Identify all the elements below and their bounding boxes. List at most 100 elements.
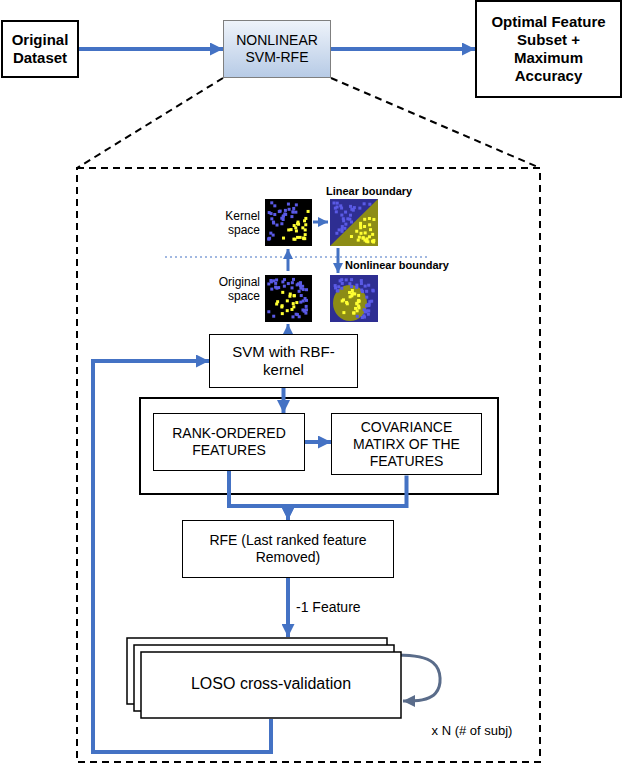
output-box: Optimal Feature Subset + Maximum Accurac… — [475, 0, 622, 98]
node-text: LOSO cross-validation — [191, 674, 351, 693]
data-point — [268, 237, 271, 240]
data-point — [280, 222, 283, 225]
data-point — [363, 218, 366, 221]
data-point — [304, 223, 307, 226]
data-point — [296, 236, 299, 239]
node-text: Original Dataset — [9, 31, 71, 67]
data-point — [298, 290, 301, 293]
data-point — [272, 279, 275, 282]
plot-title: Linear boundary — [326, 185, 416, 198]
stacked-process-box: LOSO cross-validation — [126, 637, 402, 719]
data-point — [355, 302, 358, 305]
data-point — [362, 314, 365, 317]
data-point — [292, 210, 295, 213]
data-point — [342, 298, 345, 301]
nonlinear-boundary-region — [333, 285, 367, 321]
data-point — [302, 237, 305, 240]
data-point — [299, 281, 302, 284]
flow-arrow — [288, 475, 407, 520]
zoom-line — [77, 78, 223, 168]
linear-boundary-plot — [330, 199, 378, 246]
input-box: Original Dataset — [1, 20, 79, 78]
data-point — [272, 315, 275, 318]
node-text: SVM with RBF-kernel — [216, 343, 351, 379]
nonlinear-boundary-plot — [330, 275, 378, 322]
data-point — [367, 309, 370, 312]
flow-arrow — [286, 578, 290, 637]
data-point — [368, 300, 371, 303]
data-point — [364, 231, 367, 234]
data-point — [302, 236, 305, 239]
data-point — [292, 238, 295, 241]
data-point — [341, 282, 344, 285]
data-point — [346, 302, 349, 305]
data-point — [360, 282, 363, 285]
data-point — [287, 282, 290, 285]
data-point — [290, 308, 293, 311]
space-divider — [165, 256, 428, 257]
data-point — [358, 236, 361, 239]
data-point — [281, 312, 284, 315]
data-point — [289, 293, 292, 296]
data-point — [335, 210, 338, 213]
detail-frame — [77, 168, 540, 762]
data-point — [283, 212, 286, 215]
group-box — [140, 398, 498, 494]
data-point — [280, 305, 283, 308]
repeat-note: x N (# of subj) — [412, 724, 532, 739]
data-point — [282, 237, 285, 240]
process-box: RANK-ORDERED FEATURES — [153, 413, 305, 471]
data-point — [295, 229, 298, 232]
data-point — [269, 232, 272, 235]
data-point — [366, 303, 369, 306]
data-point — [292, 305, 295, 308]
data-point — [295, 203, 298, 206]
edge-label: -1 Feature — [296, 599, 361, 615]
data-point — [291, 281, 294, 284]
data-point — [366, 240, 369, 243]
data-point — [368, 203, 371, 206]
data-point — [270, 288, 273, 291]
data-point — [291, 315, 294, 318]
data-point — [287, 203, 290, 206]
data-point — [372, 289, 375, 292]
data-point — [275, 303, 278, 306]
data-point — [357, 294, 360, 297]
map-arrow — [287, 249, 290, 271]
data-point — [291, 286, 294, 289]
space-label: Kernel space — [208, 210, 260, 238]
data-point — [369, 228, 372, 231]
flow-arrow — [79, 47, 223, 51]
data-point — [276, 224, 279, 227]
data-point — [279, 210, 282, 213]
map-arrow — [337, 248, 340, 273]
data-point — [284, 209, 287, 212]
data-point — [307, 210, 310, 213]
data-point — [299, 236, 302, 239]
flow-arrow — [305, 440, 331, 444]
data-point — [293, 224, 296, 227]
data-point — [274, 286, 277, 289]
data-point — [295, 301, 298, 304]
method-box: NONLINEAR SVM-RFE — [223, 20, 331, 78]
data-point — [357, 305, 360, 308]
data-point — [267, 238, 270, 241]
data-point — [362, 237, 365, 240]
data-point — [335, 232, 338, 235]
data-point — [343, 227, 346, 230]
data-point — [304, 297, 307, 300]
data-point — [301, 226, 304, 229]
data-point — [344, 211, 347, 214]
data-point — [344, 223, 347, 226]
data-point — [339, 204, 342, 207]
data-point — [356, 315, 359, 318]
data-point — [361, 290, 364, 293]
data-point — [336, 289, 339, 292]
data-point — [363, 202, 366, 205]
data-point — [336, 206, 339, 209]
data-point — [267, 282, 270, 285]
data-point — [342, 219, 345, 222]
data-point — [355, 230, 358, 233]
data-point — [349, 214, 352, 217]
data-point — [292, 210, 295, 213]
